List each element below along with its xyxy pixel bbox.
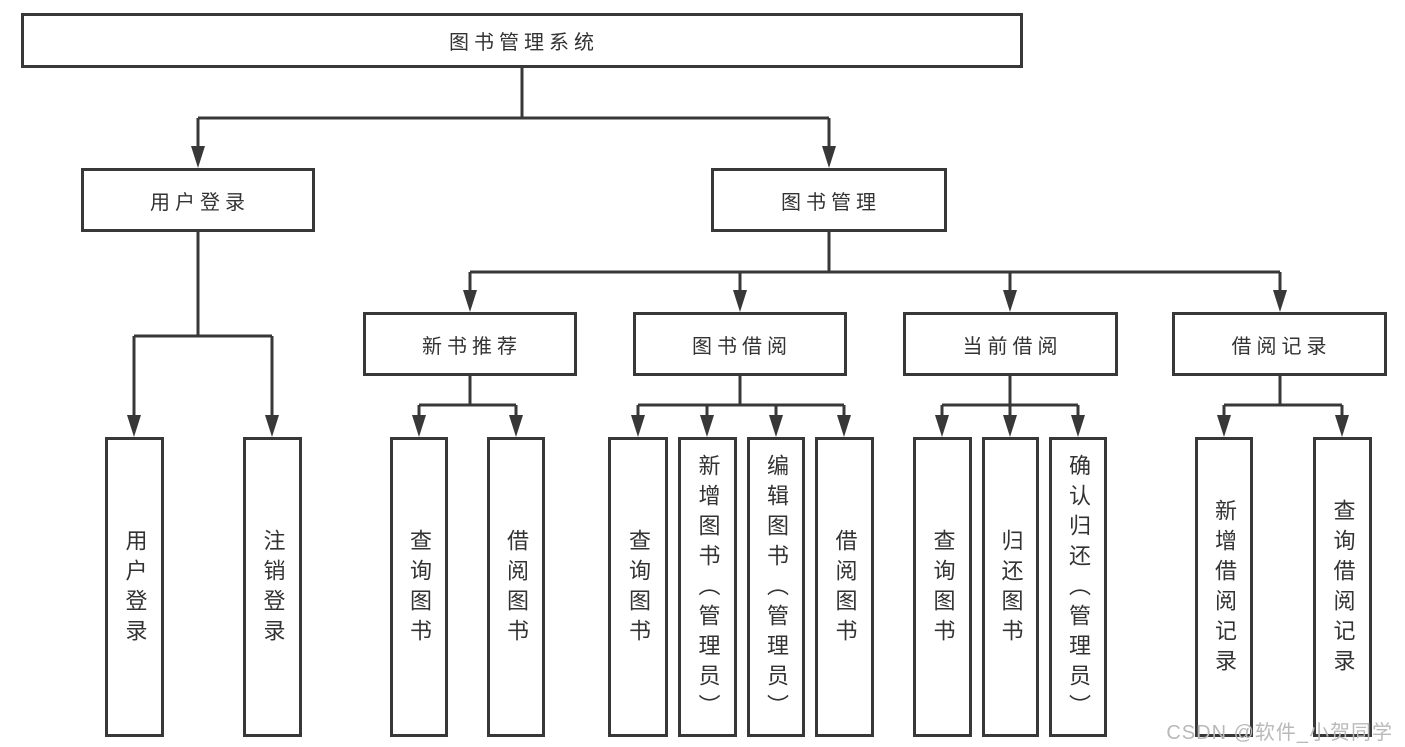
node-book-management-label: 图书管理 (781, 191, 881, 214)
leaf-query-books-current-label: 查询图书 (930, 529, 956, 649)
leaf-add-book-admin: 新增图书（管理员） (678, 437, 737, 737)
leaf-query-borrow-record-label: 查询借阅记录 (1330, 499, 1356, 679)
node-library-system-label: 图书管理系统 (449, 32, 599, 54)
node-new-book-recommend: 新书推荐 (363, 312, 577, 376)
leaf-edit-book-admin: 编辑图书（管理员） (747, 437, 805, 737)
node-current-borrow-label: 当前借阅 (962, 335, 1063, 358)
leaf-user-login: 用户登录 (105, 437, 164, 737)
node-book-borrow: 图书借阅 (633, 312, 847, 376)
node-user-login-branch: 用户登录 (81, 168, 315, 232)
node-new-book-recommend-label: 新书推荐 (422, 335, 522, 358)
node-borrow-records-label: 借阅记录 (1231, 335, 1332, 358)
leaf-confirm-return-admin-label: 确认归还（管理员） (1066, 454, 1091, 724)
node-book-borrow-label: 图书借阅 (692, 335, 792, 358)
leaf-logout: 注销登录 (243, 437, 302, 737)
leaf-borrow-books-recommend: 借阅图书 (487, 437, 545, 737)
leaf-add-borrow-record-label: 新增借阅记录 (1212, 499, 1237, 679)
leaf-query-books-borrow: 查询图书 (608, 437, 668, 737)
leaf-query-books-recommend: 查询图书 (390, 437, 448, 737)
arrow-heads (127, 146, 1349, 437)
leaf-query-books-current: 查询图书 (913, 437, 972, 737)
leaf-edit-book-admin-label: 编辑图书（管理员） (764, 454, 789, 724)
leaf-query-borrow-record: 查询借阅记录 (1313, 437, 1372, 737)
leaf-user-login-label: 用户登录 (122, 529, 148, 649)
leaf-logout-label: 注销登录 (260, 529, 286, 649)
node-book-management: 图书管理 (711, 168, 947, 232)
connector-shafts (132, 68, 1344, 420)
leaf-add-borrow-record: 新增借阅记录 (1195, 437, 1253, 737)
leaf-query-books-recommend-label: 查询图书 (407, 529, 432, 649)
leaf-borrow-books-borrow: 借阅图书 (815, 437, 874, 737)
csdn-watermark: CSDN @软件_小贺同学 (1166, 722, 1393, 744)
node-borrow-records: 借阅记录 (1172, 312, 1387, 376)
node-current-borrow: 当前借阅 (903, 312, 1118, 376)
node-library-system: 图书管理系统 (21, 13, 1023, 68)
leaf-confirm-return-admin: 确认归还（管理员） (1049, 437, 1107, 737)
leaf-borrow-books-borrow-label: 借阅图书 (832, 529, 858, 649)
leaf-add-book-admin-label: 新增图书（管理员） (695, 454, 721, 724)
leaf-query-books-borrow-label: 查询图书 (626, 529, 651, 649)
leaf-borrow-books-recommend-label: 借阅图书 (504, 529, 529, 649)
node-user-login-branch-label: 用户登录 (150, 191, 250, 214)
leaf-return-books: 归还图书 (982, 437, 1039, 737)
leaf-return-books-label: 归还图书 (998, 529, 1024, 649)
